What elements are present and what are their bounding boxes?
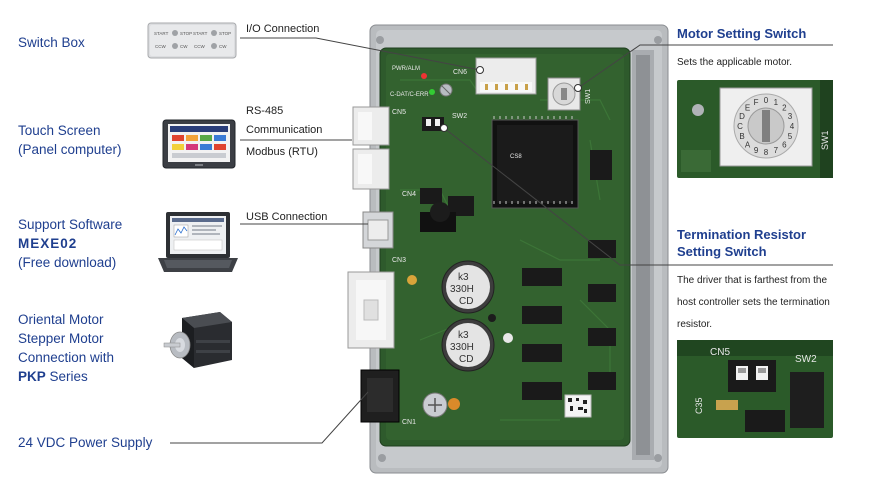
label-stepper-motor: Oriental Motor Stepper Motor Connection … (18, 310, 114, 386)
heading-termination-resistor: Termination Resistor Setting Switch (677, 226, 806, 260)
inset-cn5-label: CN5 (710, 347, 730, 358)
label-rs485-line2: Communication (246, 124, 323, 136)
rotary-digit: 7 (774, 146, 779, 155)
label-rs485-line1: RS-485 (246, 105, 284, 117)
label-series: Series (45, 369, 88, 384)
switch-stop-2: STOP (219, 31, 231, 36)
leader-lines (170, 37, 833, 444)
leader-io (240, 37, 481, 71)
driver-board-image: CN6 PWR/ALM C-DAT/C-ERR SW1 CN5 CN4 SW2 (347, 24, 669, 474)
label-support-software: Support Software MEXE02 (Free download) (18, 215, 122, 272)
desc-termination: The driver that is farthest from the hos… (677, 270, 830, 336)
label-stepper-line4: PKP Series (18, 367, 114, 386)
cap1-line1: k3 (458, 272, 469, 283)
leader-motor-switch (577, 44, 833, 89)
rotary-digit: C (737, 122, 743, 131)
label-io-connection: I/O Connection (246, 23, 320, 35)
inset-c35-label: C35 (694, 397, 704, 414)
cap1-line3: CD (459, 296, 473, 307)
rotary-digit: 1 (774, 98, 779, 107)
rotary-digit: 2 (782, 104, 787, 113)
board-label-pwr: PWR/ALM (392, 66, 420, 72)
desc-termination-line2: host controller sets the termination (677, 297, 830, 308)
label-switch-box: Switch Box (18, 35, 85, 50)
board-label-cn5: CN5 (392, 109, 406, 116)
rotary-digit: 5 (788, 132, 793, 141)
label-mexe02: MEXE02 (18, 236, 78, 251)
switch-cw-2: CW (219, 44, 227, 49)
rotary-digit: 9 (754, 146, 759, 155)
rotary-digit: 4 (790, 122, 795, 131)
label-support-software-line1: Support Software (18, 217, 123, 232)
leader-io-dot (476, 66, 484, 74)
board-label-cn4: CN4 (402, 191, 416, 198)
rotary-digit: 3 (788, 112, 793, 121)
board-label-cn6: CN6 (453, 69, 467, 76)
termination-switch-closeup: CN5 SW2 C35 (677, 340, 833, 438)
switch-ccw-2: CCW (194, 44, 205, 49)
laptop-image (158, 212, 238, 272)
label-usb-connection: USB Connection (246, 211, 328, 223)
cap2-line1: k3 (458, 330, 469, 341)
label-touch-screen-line1: Touch Screen (18, 123, 101, 138)
board-label-cs8: CS8 (510, 154, 522, 160)
inset-sw2-label: SW2 (795, 354, 817, 365)
rotary-digit: 8 (764, 148, 769, 157)
stepper-motor-image (163, 312, 232, 368)
touch-screen-image (162, 119, 236, 169)
desc-termination-line1: The driver that is farthest from the (677, 275, 828, 286)
switch-start-2: START (193, 31, 208, 36)
switch-box-image: START STOP START STOP CCW CW CCW CW (147, 22, 237, 59)
cap2-line3: CD (459, 354, 473, 365)
leader-power (170, 391, 369, 444)
switch-start-1: START (154, 31, 169, 36)
label-pkp: PKP (18, 369, 46, 384)
rotary-digit: E (745, 104, 750, 113)
rotary-digit: 0 (764, 96, 769, 105)
rotary-digit: 6 (782, 140, 787, 149)
leader-term-dot (440, 124, 448, 132)
leader-termination (443, 127, 833, 266)
board-label-sw1: SW1 (585, 89, 592, 104)
switch-ccw-1: CCW (155, 44, 166, 49)
label-stepper-line1: Oriental Motor (18, 312, 104, 327)
board-label-cn3: CN3 (392, 257, 406, 264)
desc-termination-line3: resistor. (677, 319, 713, 330)
leader-motor-dot (574, 84, 582, 92)
cap1-line2: 330H (450, 284, 474, 295)
rotary-digit: D (739, 112, 745, 121)
label-stepper-line2: Stepper Motor (18, 331, 104, 346)
label-free-download: (Free download) (18, 255, 117, 270)
heading-termination-line1: Termination Resistor (677, 227, 807, 242)
rotary-digit: B (739, 132, 744, 141)
label-power-supply: 24 VDC Power Supply (18, 435, 153, 450)
switch-stop-1: STOP (180, 31, 192, 36)
label-touch-screen-line2: (Panel computer) (18, 142, 122, 157)
inset-sw1-label: SW1 (820, 130, 830, 150)
heading-motor-setting-switch: Motor Setting Switch (677, 26, 807, 41)
desc-motor-setting: Sets the applicable motor. (677, 57, 793, 68)
label-rs485: RS-485 Communication Modbus (RTU) (246, 102, 322, 162)
label-touch-screen: Touch Screen (Panel computer) (18, 121, 122, 159)
board-label-cdat: C-DAT/C-ERR (390, 92, 429, 98)
label-stepper-line3: Connection with (18, 350, 115, 365)
rotary-digit: A (745, 140, 751, 149)
board-label-sw2: SW2 (452, 113, 467, 120)
switch-cw-1: CW (180, 44, 188, 49)
rotary-digit: F (754, 98, 759, 107)
heading-termination-line2: Setting Switch (677, 244, 767, 259)
label-modbus: Modbus (RTU) (246, 146, 318, 158)
cap2-line2: 330H (450, 342, 474, 353)
board-label-cn1: CN1 (402, 419, 416, 426)
